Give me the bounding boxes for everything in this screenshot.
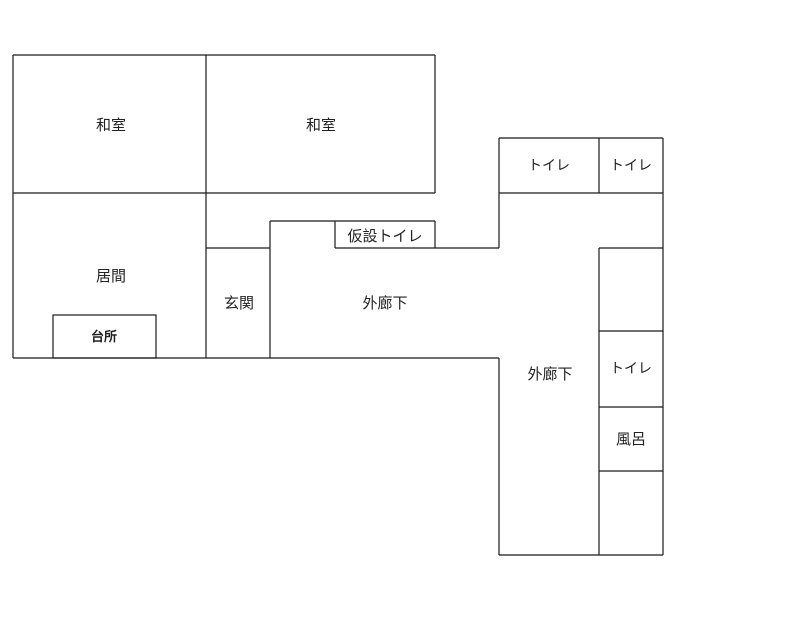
room-labels: 和室 和室 居間 台所 玄関 仮設トイレ 外廊下 外廊下 トイレ トイレ トイレ…	[91, 116, 652, 448]
room-label-sotorouka-2: 外廊下	[527, 365, 572, 383]
kitchen-box	[52, 314, 157, 359]
room-label-washitsu-1: 和室	[96, 116, 126, 134]
room-label-furo: 風呂	[616, 430, 646, 448]
room-label-ima: 居間	[96, 267, 126, 285]
room-label-washitsu-2: 和室	[306, 116, 336, 134]
room-label-genkan: 玄関	[224, 294, 254, 312]
room-label-daidokoro: 台所	[91, 329, 117, 345]
room-label-toilet-1: トイレ	[528, 158, 570, 174]
room-label-sotorouka-1: 外廊下	[362, 294, 407, 312]
room-label-toilet-2: トイレ	[610, 158, 652, 174]
room-label-toilet-3: トイレ	[610, 361, 652, 377]
room-label-kasetsu-toilet: 仮設トイレ	[347, 227, 422, 245]
